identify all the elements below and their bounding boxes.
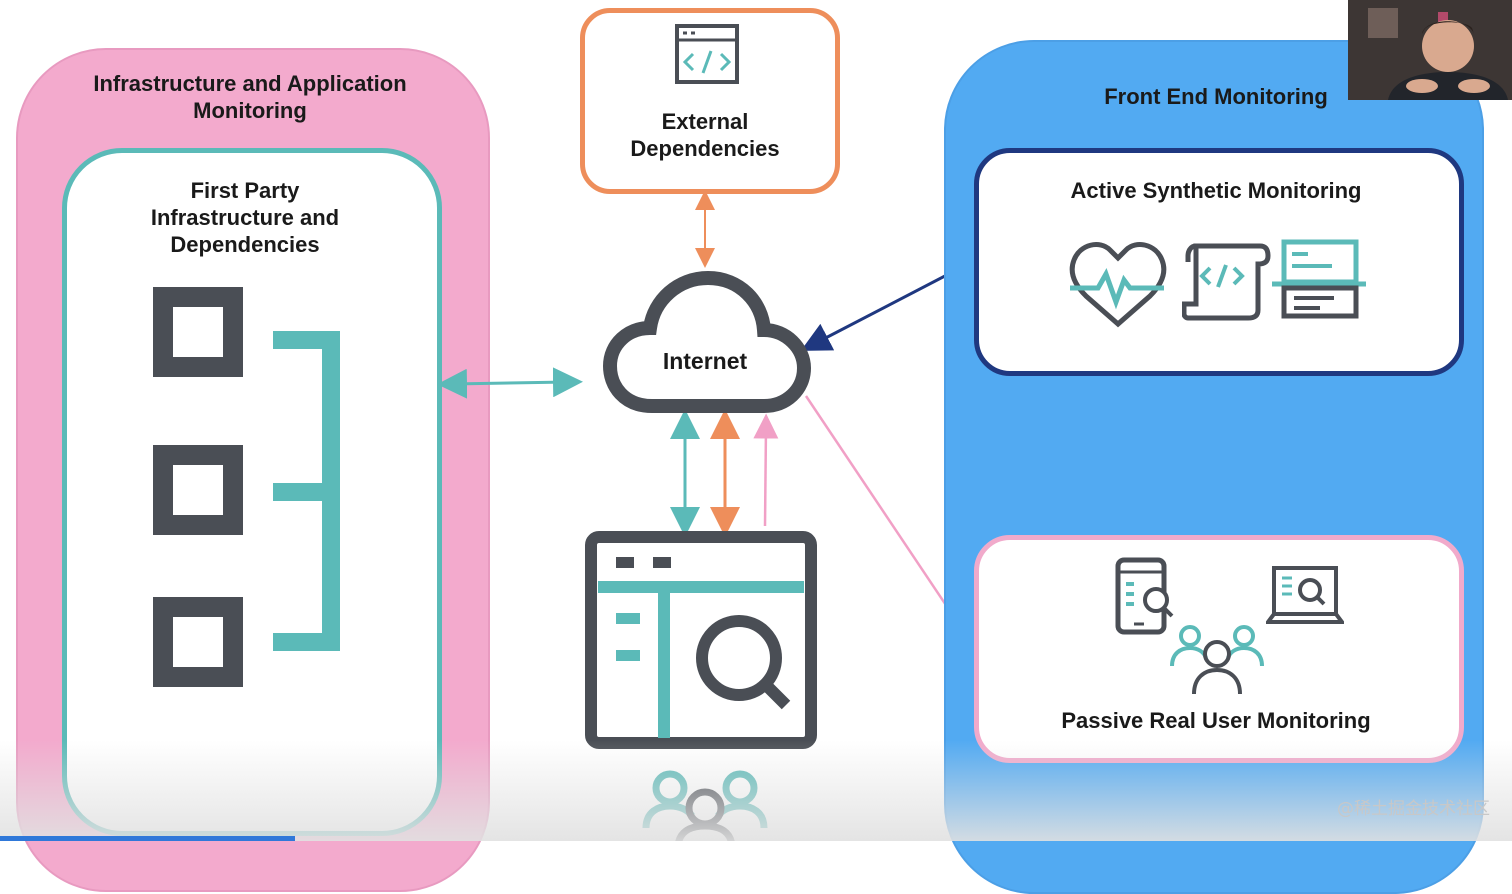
- watermark: @稀土掘金技术社区: [1337, 799, 1490, 819]
- code-window-icon: [675, 24, 739, 84]
- active-synthetic-title: Active Synthetic Monitoring: [1070, 178, 1362, 203]
- active-synthetic-box: [974, 148, 1464, 376]
- passive-rum-box: [974, 535, 1464, 763]
- video-progress-bar[interactable]: [0, 836, 295, 841]
- front-end-monitoring-title: Front End Monitoring: [1104, 84, 1328, 109]
- arrow-internet-passive: [804, 395, 975, 649]
- internet-label: Internet: [662, 348, 748, 374]
- mobile-search-icon: [1115, 557, 1174, 635]
- browser-search-icon: [585, 531, 817, 749]
- first-party-box: [62, 148, 442, 836]
- presenter-webcam: [1348, 0, 1512, 100]
- heartbeat-icon: [1069, 242, 1167, 328]
- code-script-icon: [1182, 243, 1271, 321]
- cloud-icon: [602, 270, 812, 413]
- users-icon: [642, 770, 768, 841]
- servers-bracket-icon: [153, 287, 340, 687]
- arrow-infrastructure-internet: [437, 367, 583, 399]
- first-party-title: First Party Infrastructure and Dependenc…: [150, 178, 340, 257]
- arrow-internet-active: [800, 257, 982, 351]
- web-browser-icon: [1272, 239, 1366, 319]
- laptop-search-icon: [1266, 566, 1344, 624]
- infrastructure-monitoring-title: Infrastructure and Application Monitorin…: [93, 71, 407, 123]
- real-users-icon: [1170, 625, 1264, 695]
- passive-rum-title: Passive Real User Monitoring: [1061, 708, 1371, 733]
- connection-arrows: [437, 190, 982, 649]
- external-dependencies-title: External Dependencies: [630, 109, 780, 161]
- arrow-pink-vertical: [753, 413, 779, 527]
